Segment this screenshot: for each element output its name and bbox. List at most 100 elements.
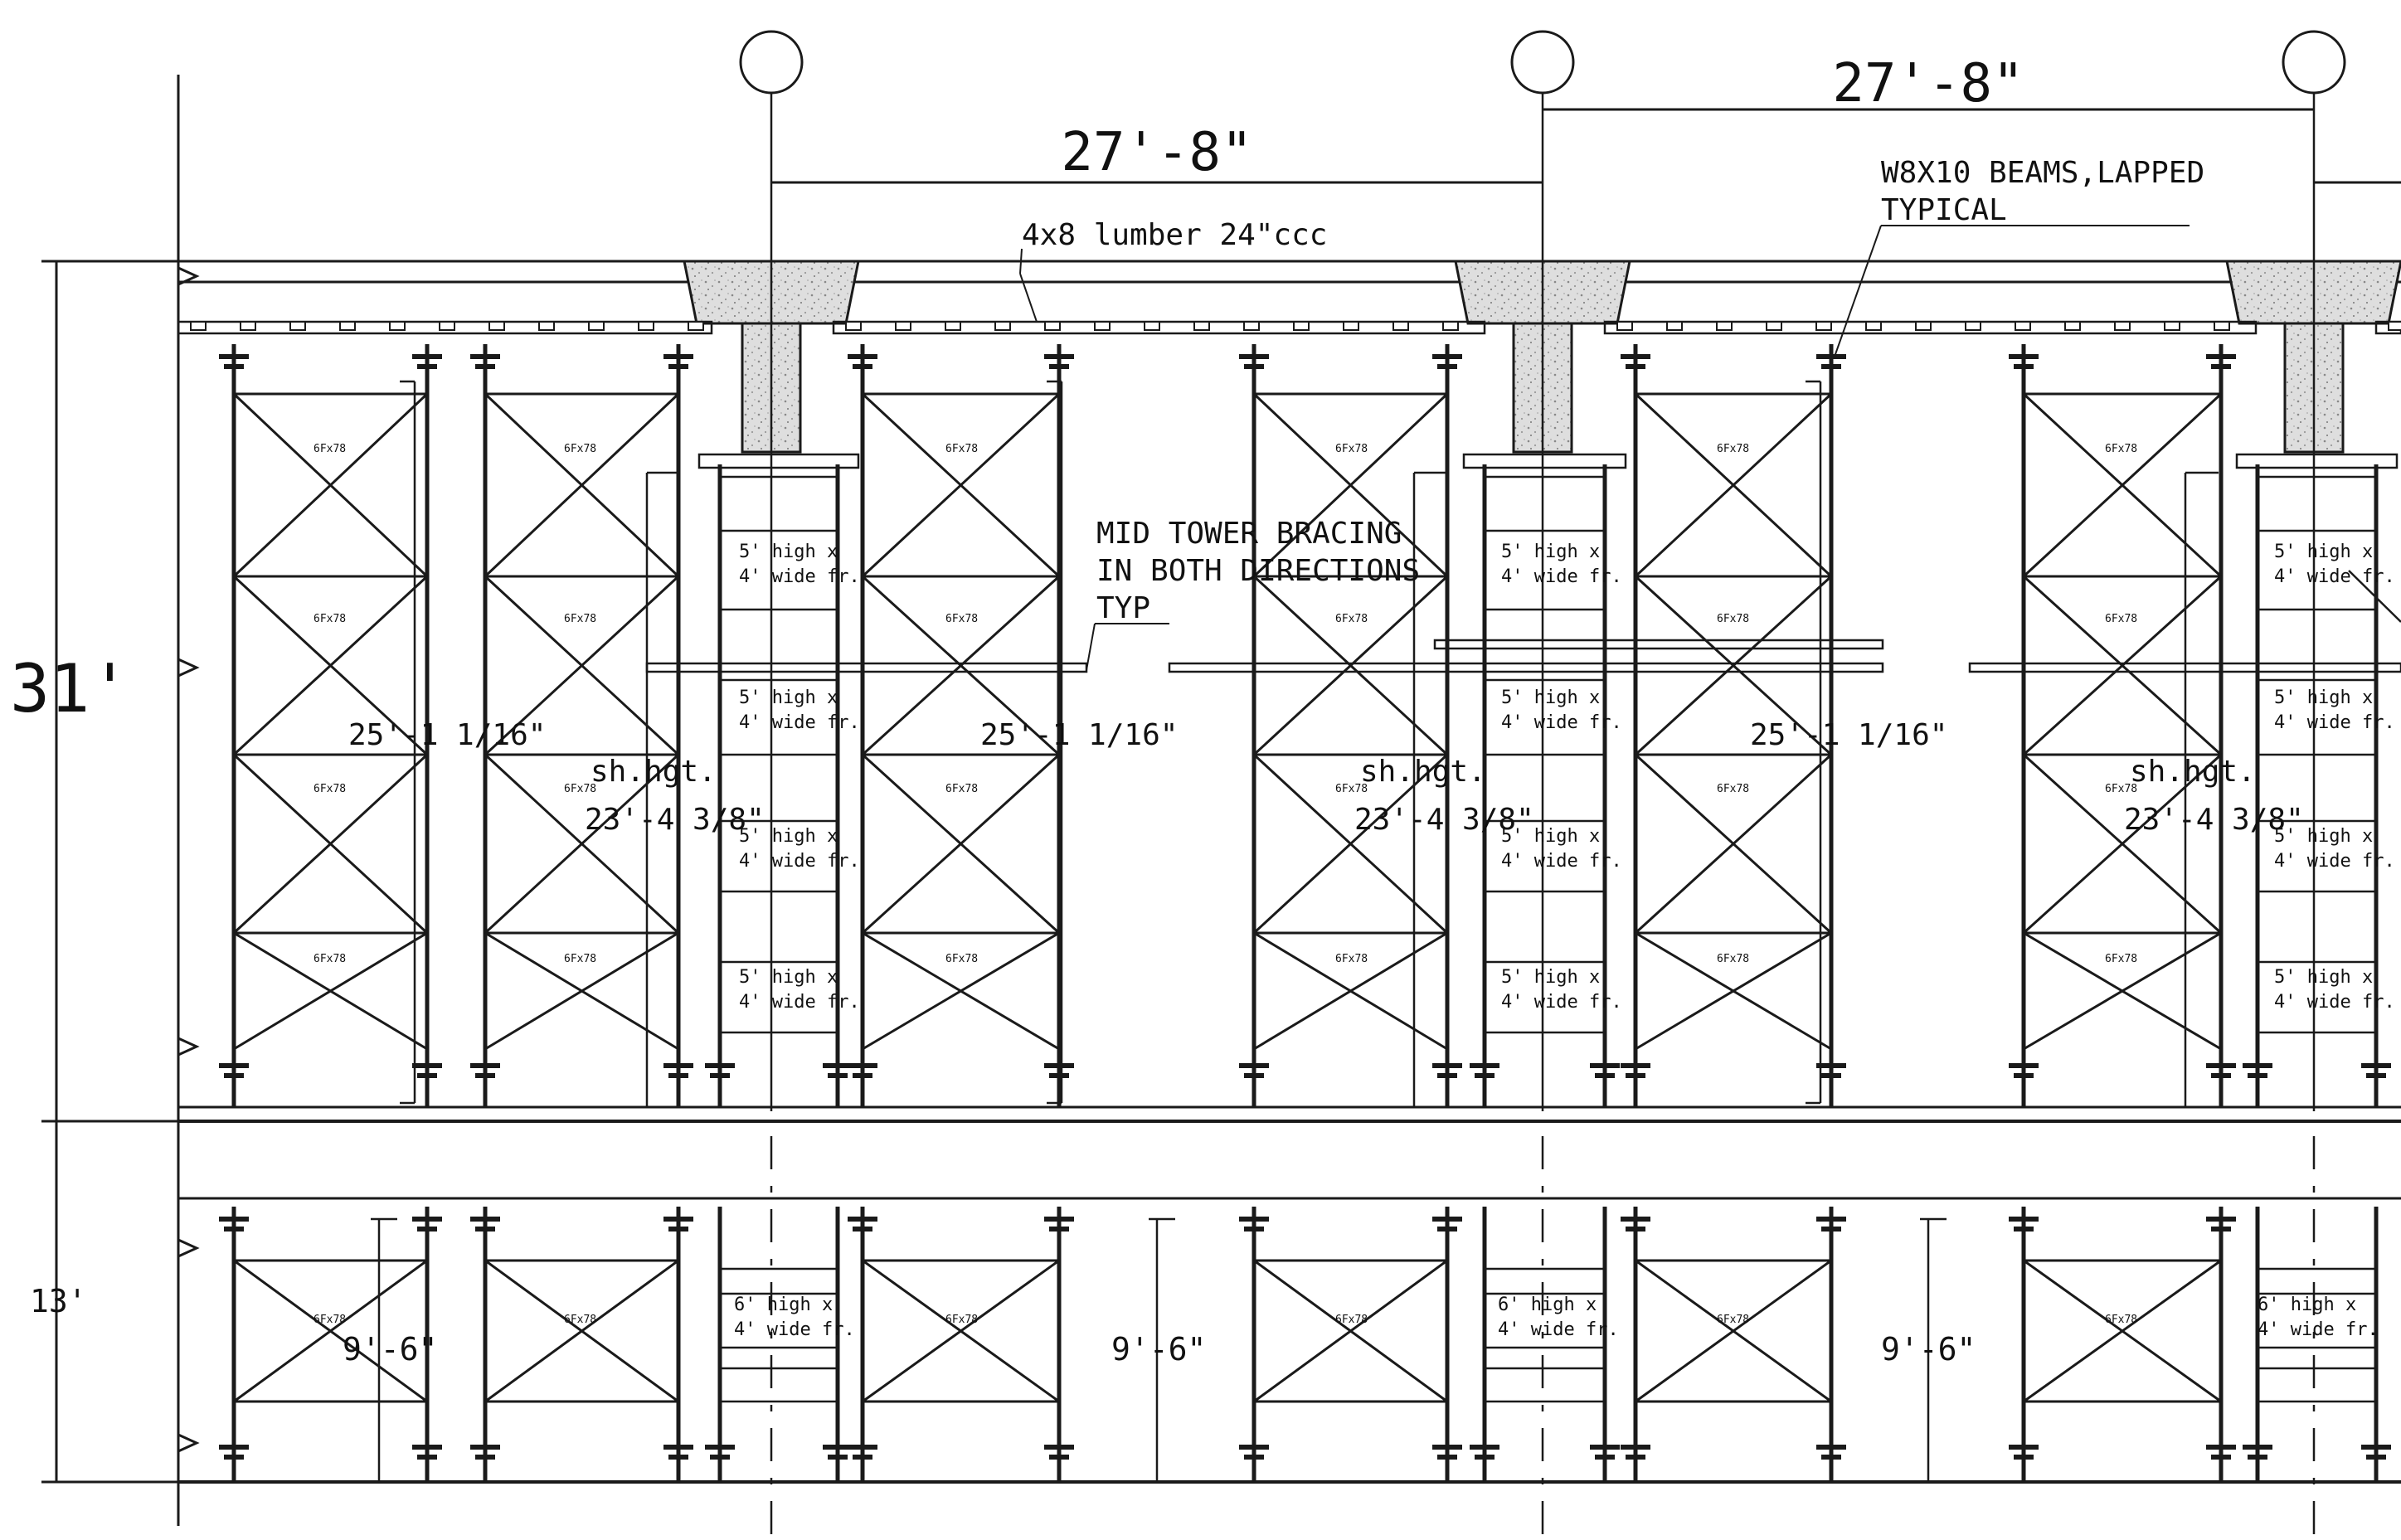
frame-tag: 6Fx78	[1717, 613, 1749, 625]
lumber-joist	[688, 321, 704, 331]
lumber-joist	[190, 321, 207, 331]
cross-brace	[1252, 392, 1449, 578]
bracing-leader	[1086, 623, 1096, 671]
frame-tag: 6Fx78	[1335, 613, 1368, 625]
grid-bubble	[2282, 30, 2346, 95]
lumber-joist	[1243, 321, 1260, 331]
lower-level-height: 13'	[30, 1283, 87, 1319]
upper-level-height: 31'	[10, 650, 130, 727]
cross-brace	[2023, 1259, 2222, 1403]
lower-tower-height: 9'-6"	[1111, 1331, 1206, 1368]
frame-tag: 6Fx78	[945, 443, 978, 455]
frame-tag: 6Fx78	[2105, 953, 2137, 965]
lumber-joist	[945, 321, 961, 331]
lumber-joist	[389, 321, 406, 331]
lumber-joist	[1343, 321, 1359, 331]
lumber-joist	[588, 321, 605, 331]
ladder-frame-label: 4' wide fr.	[739, 712, 860, 733]
cross-brace	[2022, 575, 2223, 756]
ladder-frame-label: 6' high x	[734, 1295, 833, 1315]
lumber-joist	[1865, 321, 1882, 331]
frame-tag: 6Fx78	[564, 783, 596, 795]
lumber-joist	[538, 321, 555, 331]
frame-tag: 6Fx78	[1717, 443, 1749, 455]
frame-tag: 6Fx78	[945, 783, 978, 795]
mid-tower-bracing	[1968, 662, 2401, 673]
lumber-joist	[895, 321, 911, 331]
lumber-joist	[2388, 321, 2401, 331]
lumber-joist	[2015, 321, 2031, 331]
span-dimension: 27'-8"	[1061, 122, 1252, 183]
frame-tag: 6Fx78	[1717, 783, 1749, 795]
ladder-frame-label: 4' wide fr.	[1501, 712, 1622, 733]
cross-brace	[1634, 753, 1833, 935]
break-symbol	[177, 634, 200, 701]
ladder-frame-label: 5' high x	[1501, 967, 1600, 988]
ladder-frame-label: 5' high x	[739, 826, 838, 847]
lumber-joist	[2214, 321, 2230, 331]
lumber-joist	[2164, 321, 2180, 331]
frame-tag: 6Fx78	[1717, 953, 1749, 965]
lumber-joist	[289, 321, 306, 331]
cross-brace	[232, 575, 429, 756]
ladder-frame-label: 5' high x	[739, 967, 838, 988]
cross-brace	[1634, 392, 1833, 578]
ladder-frame-label: 4' wide fr.	[1501, 851, 1622, 872]
cross-brace	[2022, 753, 2223, 935]
ladder-frame-label: 4' wide fr.	[734, 1319, 855, 1340]
lower-tower-dimensions: 9'-6" 9'-6" 9'-6"	[343, 1331, 1976, 1368]
mid-tower-bracing	[645, 662, 1088, 673]
lumber-joist	[1392, 321, 1409, 331]
lumber-joist	[240, 321, 256, 331]
mid-tower-bracing	[1168, 662, 1884, 673]
grid-bubble	[739, 30, 804, 95]
ladder-frame-label: 5' high x	[2274, 826, 2373, 847]
ladder-frame-label: 4' wide fr.	[1498, 1319, 1619, 1340]
lumber-joist	[845, 321, 862, 331]
lumber-joist	[439, 321, 455, 331]
frame-tag: 6Fx78	[564, 953, 596, 965]
lumber-joist	[1293, 321, 1310, 331]
frame-tag: 6Fx78	[313, 443, 346, 455]
ladder-frame-label: 4' wide fr.	[2274, 992, 2395, 1013]
upper-tower-dimensions: 25'-1 1/16" 25'-1 1/16" 25'-1 1/16" sh.h…	[348, 718, 2304, 837]
cross-brace	[232, 392, 429, 578]
lumber-joist	[2114, 321, 2131, 331]
cross-brace	[2022, 392, 2223, 578]
cross-brace	[2023, 931, 2222, 1051]
lower-tower-height: 9'-6"	[343, 1331, 437, 1368]
shore-height-label: sh.hgt.	[1360, 755, 1486, 789]
ladder-cap-plate	[2235, 453, 2399, 469]
ladder-frame-label: 4' wide fr.	[2274, 566, 2395, 587]
shore-height-label: sh.hgt.	[2130, 755, 2256, 789]
grid-lines	[739, 30, 2346, 95]
ladder-frame-label: 4' wide fr.	[1501, 992, 1622, 1013]
shore-height-label: sh.hgt.	[591, 755, 717, 789]
lumber-joist	[1815, 321, 1832, 331]
cross-brace	[1635, 1259, 1832, 1403]
cross-brace	[861, 392, 1061, 578]
lumber-joist	[1766, 321, 1782, 331]
lumber-joist	[994, 321, 1011, 331]
lumber-joist	[2064, 321, 2081, 331]
frame-tag: 6Fx78	[564, 1314, 596, 1326]
frame-tag: 6Fx78	[1717, 1314, 1749, 1326]
cross-brace	[861, 753, 1061, 935]
cross-brace	[862, 1259, 1060, 1403]
break-symbol	[177, 1410, 200, 1476]
frame-tag: 6Fx78	[313, 1314, 346, 1326]
frame-tag: 6Fx78	[945, 953, 978, 965]
lumber-joist	[1915, 321, 1932, 331]
ladder-frame-label: 5' high x	[1501, 542, 1600, 562]
bracing-callout-line1: MID TOWER BRACING	[1096, 517, 1402, 551]
bracing-callout-line2: IN BOTH DIRECTIONS	[1096, 554, 1420, 588]
break-symbol	[177, 243, 200, 309]
structure-linework	[41, 75, 2401, 1538]
cross-brace	[1634, 575, 1833, 756]
beams-callout-line2: TYPICAL	[1881, 193, 2007, 227]
cross-brace	[233, 931, 428, 1051]
cross-brace	[233, 1259, 428, 1403]
tower-height-label: 25'-1 1/16"	[348, 718, 546, 752]
frame-tag: 6Fx78	[313, 953, 346, 965]
